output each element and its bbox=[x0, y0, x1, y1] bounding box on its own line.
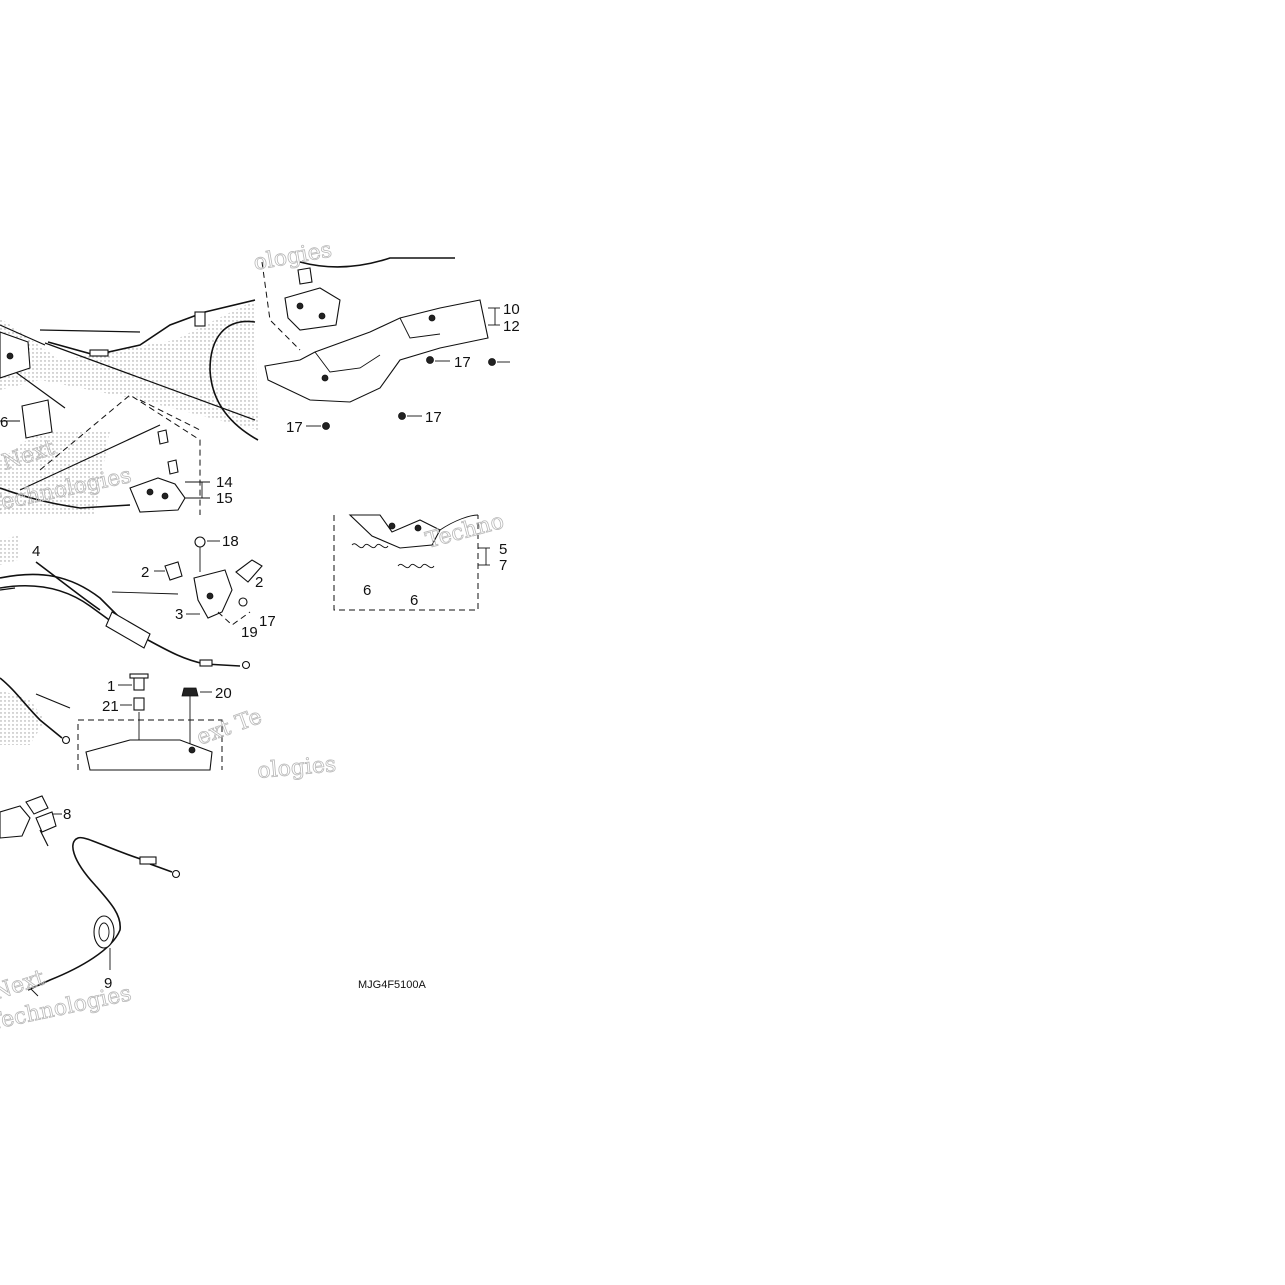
callout-15: 15 bbox=[216, 490, 233, 507]
clip-2 bbox=[164, 561, 183, 581]
grommet bbox=[93, 915, 115, 949]
watermark: ologies bbox=[256, 752, 337, 784]
lever-bracket bbox=[193, 569, 233, 619]
fuse-block bbox=[0, 331, 31, 379]
cable-9 bbox=[27, 836, 151, 991]
callout-2: 2 bbox=[141, 564, 149, 581]
collar-21 bbox=[133, 697, 145, 711]
callout-6: 6 bbox=[0, 414, 8, 431]
plug-2 bbox=[235, 559, 263, 583]
callout-18: 18 bbox=[222, 533, 239, 550]
callout-12: 12 bbox=[503, 318, 520, 335]
bolt-20 bbox=[181, 687, 199, 697]
drawing-code: MJG4F5100A bbox=[358, 979, 427, 991]
callout-5: 5 bbox=[499, 541, 507, 558]
callout-17: 17 bbox=[454, 354, 471, 371]
callout-2: 2 bbox=[255, 574, 263, 591]
callout-1: 1 bbox=[107, 678, 115, 695]
callout-17: 17 bbox=[286, 419, 303, 436]
callout-20: 20 bbox=[215, 685, 232, 702]
callout-8: 8 bbox=[63, 806, 71, 823]
callout-14: 14 bbox=[216, 474, 233, 491]
callout-7: 7 bbox=[499, 557, 507, 574]
cable-sleeve bbox=[105, 611, 151, 649]
panel-cable-assembly: 4 bbox=[0, 535, 251, 745]
panel-bolts: ext Te ologies 1 20 21 bbox=[77, 673, 338, 784]
panel-skid-plate: ologies 10 12 17 17 17 bbox=[251, 237, 520, 436]
watermark: ologies bbox=[252, 238, 334, 276]
callout-17: 17 bbox=[259, 613, 276, 630]
ignition-switch bbox=[0, 805, 31, 839]
callout-4: 4 bbox=[32, 543, 40, 560]
panel-springs: Techno 5 7 6 6 bbox=[333, 509, 507, 611]
callout-6: 6 bbox=[410, 592, 418, 609]
callout-17: 17 bbox=[425, 409, 442, 426]
panel-top-left: Next Technologies 6 14 15 bbox=[0, 299, 259, 518]
bracket-14 bbox=[129, 477, 186, 513]
callout-6: 6 bbox=[363, 582, 371, 599]
mounting-bracket bbox=[85, 739, 213, 771]
callout-3: 3 bbox=[175, 606, 183, 623]
key-8 bbox=[25, 795, 49, 815]
key-8 bbox=[35, 811, 57, 833]
skid-plate bbox=[264, 299, 489, 403]
watermark: ext Te bbox=[194, 704, 266, 750]
panel-lever-bracket: 18 2 2 3 19 17 bbox=[141, 533, 276, 641]
panel-ignition-cable: Next Technologies 8 9 bbox=[0, 795, 181, 1036]
spring-6 bbox=[351, 543, 389, 549]
switch-housing bbox=[284, 287, 341, 331]
callout-19: 19 bbox=[241, 624, 258, 641]
connector-6 bbox=[21, 399, 53, 439]
watermark: Techno bbox=[423, 509, 507, 554]
spring-6 bbox=[397, 563, 435, 569]
callout-21: 21 bbox=[102, 698, 119, 715]
callout-10: 10 bbox=[503, 301, 520, 318]
callout-9: 9 bbox=[104, 975, 112, 992]
